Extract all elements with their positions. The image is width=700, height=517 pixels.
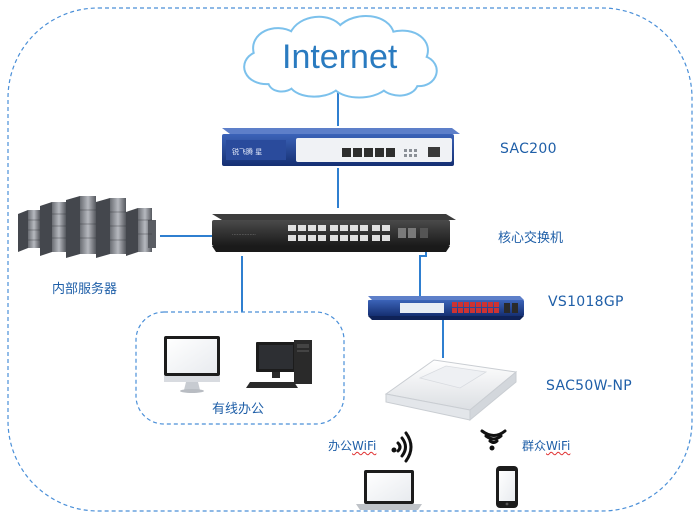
monitor-icon	[164, 336, 220, 393]
internet-label: Internet	[282, 38, 398, 76]
vs1018gp-device	[368, 296, 524, 320]
laptop-icon	[356, 470, 422, 510]
wifi-signal-icon-public	[480, 429, 507, 451]
svg-text:···············: ···············	[232, 232, 256, 238]
servers-label: 内部服务器	[52, 282, 118, 297]
public-wifi-label: 群众WiFi	[522, 437, 570, 454]
sac200-label: SAC200	[500, 141, 557, 157]
sac200-device: 锐飞腾 星	[222, 128, 460, 166]
public-wifi-suffix: WiFi	[546, 439, 571, 453]
office-wifi-suffix: WiFi	[352, 439, 377, 453]
outer-boundary	[7, 7, 693, 512]
svg-text:锐飞腾 星: 锐飞腾 星	[232, 147, 262, 156]
wifi-signal-icon	[391, 431, 413, 463]
wired-office-label: 有线办公	[212, 402, 265, 417]
office-wifi-label: 办公WiFi	[328, 437, 376, 454]
vs1018gp-label: VS1018GP	[548, 294, 624, 310]
core-switch-label: 核心交换机	[498, 231, 564, 246]
desktop-computer-icon	[246, 340, 312, 388]
office-wifi-prefix: 办公	[328, 439, 353, 453]
access-point-device	[384, 359, 518, 422]
core-switch-device: ···············	[212, 214, 456, 252]
wired-office-group	[135, 311, 345, 425]
public-wifi-prefix: 群众	[522, 439, 547, 453]
smartphone-icon	[496, 466, 518, 508]
internet-cloud	[243, 14, 438, 99]
ap-label: SAC50W-NP	[546, 378, 633, 394]
server-rack-icon	[18, 196, 156, 258]
